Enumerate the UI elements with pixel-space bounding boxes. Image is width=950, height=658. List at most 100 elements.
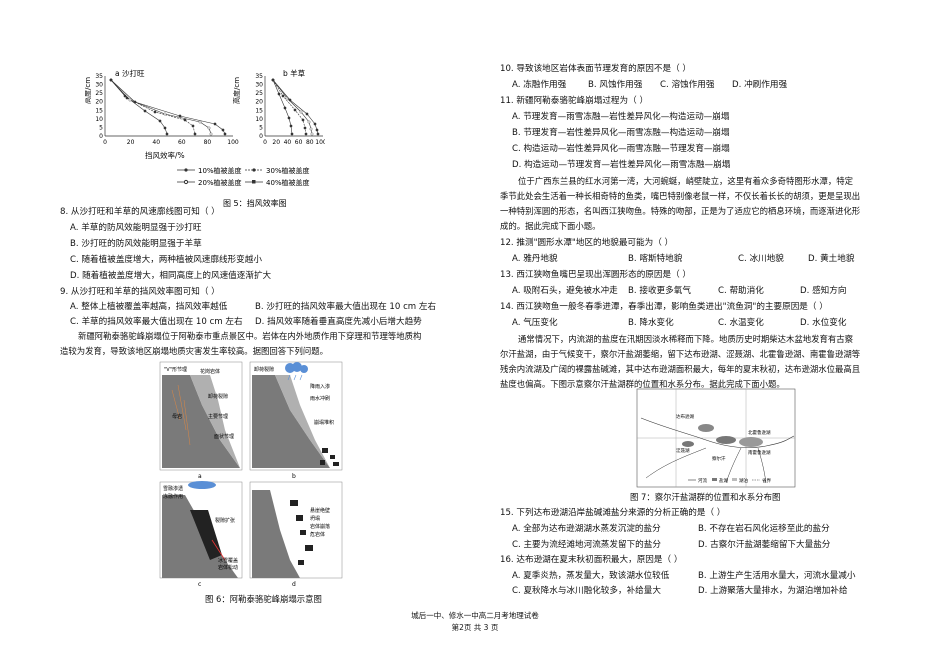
passage-xj-line-1: 新疆阿勒泰骆驼峰崩塌位于阿勒泰市重点景区中。岩体在内外地质作用下穿理和节理等地质… [78, 331, 422, 341]
legend: 10%植被盖度 30%植被盖度 20%植被盖度 40%植被盖度 [177, 166, 310, 187]
fig7-legend-4: 省界 [762, 477, 771, 484]
q11-option-d[interactable]: D. 构造运动—节理发育—岩性差异风化—雨雪冻融—崩塌 [512, 160, 731, 170]
fig6-a-label-2: 花岗岩体 [200, 368, 220, 375]
q10-option-a[interactable]: A. 冻融作用强 [512, 80, 567, 90]
q11-option-b[interactable]: B. 节理发育—岩性差异风化—雨雪冻融—构造运动—崩塌 [512, 128, 730, 138]
q16-option-d[interactable]: D. 上游聚落大量排水，为湖泊增加补给 [698, 586, 848, 596]
fig6-a-label-1: "V"形节理 [164, 366, 187, 373]
fig6-a-label-3: 卸荷裂隙 [208, 393, 228, 400]
fig6-a-label-4: 母岩 [172, 413, 182, 420]
q13-option-a[interactable]: A. 吸附石头，避免被水冲走 [512, 286, 618, 296]
series-a-point [128, 98, 132, 102]
panel-a-title: a 沙打旺 [115, 68, 145, 78]
series-a-point [153, 110, 157, 114]
q10-option-b[interactable]: B. 风蚀作用强 [588, 80, 643, 90]
q15-option-c[interactable]: C. 主要为流经滩地河流蒸发留下的盐分 [512, 540, 661, 550]
q16-option-b[interactable]: B. 上游生产生活用水量大，河流水量减小 [698, 571, 856, 581]
y-tick-label: 15 [255, 107, 263, 114]
figure-6-collapse: "V"形节理 花岗岩体 卸荷裂隙 母岩 主要节理 面状节理 a 卸荷裂隙 降雨入… [150, 360, 350, 590]
q8-option-c[interactable]: C. 随着植被盖度增大，两种植被风速廓线形变越小 [70, 255, 262, 265]
q15-stem: 15. 下列达布逊湖沿岸盐碱滩盐分来源的分析正确的是（ ） [500, 508, 726, 518]
q13-option-b[interactable]: B. 接收更多氧气 [628, 286, 691, 296]
series-b-line-1 [272, 79, 293, 135]
x-tick-label: 0 [103, 139, 107, 146]
q11-option-c[interactable]: C. 构造运动—岩性差异风化—雨雪冻融—节理发育—崩塌 [512, 144, 730, 154]
series-b-point [293, 108, 297, 112]
q9-option-c[interactable]: C. 羊草的挡风效率最大值出现在 10 cm 左右 [70, 317, 243, 327]
figure-7-svg: 达布逊湖 涩聂湖 北霍鲁逊湖 南霍鲁逊湖 察尔汗 河流 盐湖 湖泊 省界 [636, 388, 796, 488]
q13-option-c[interactable]: C. 帮助消化 [718, 286, 764, 296]
q8-option-d[interactable]: D. 随着植被盖度增大，相同高度上的风速值逐渐扩大 [70, 271, 272, 281]
q9-option-b[interactable]: B. 沙打旺的挡风效率最大值出现在 10 cm 左右 [255, 302, 437, 312]
series-a-point [213, 122, 217, 126]
fig7-label-5: 察尔汗 [712, 455, 726, 462]
fig6-b-label-4: 崩塌堆积 [314, 419, 334, 426]
passage-qh-line-4: 盐度也偏高。下图示意察尔汗盐湖群的位置和水系分布。据此完成下面小题。 [500, 379, 785, 389]
passage-gx-line-4: 成的。据此完成下面小题。 [500, 221, 601, 231]
series-b-point [303, 126, 307, 130]
q15-option-a[interactable]: A. 全部为达布逊湖湖水蒸发沉淀的盐分 [512, 524, 661, 534]
q12-stem: 12. 推测"圆形水潭"地区的地貌最可能为（ ） [500, 238, 674, 248]
series-a-point [178, 114, 182, 118]
legend-30: 30%植被盖度 [266, 166, 310, 175]
q11-option-a[interactable]: A. 节理发育—雨雪冻融—岩性差异风化—构造运动—崩塌 [512, 112, 730, 122]
series-a-point [163, 126, 167, 130]
q12-option-c[interactable]: C. 冰川地貌 [738, 254, 784, 264]
fig6-c-label-2: 冻融作用 [163, 493, 183, 500]
x-tick-label: 20 [272, 139, 280, 146]
x-tick-label: 40 [284, 139, 292, 146]
fig6-sub-a: a [198, 473, 202, 480]
x-tick-label: 100 [315, 139, 325, 146]
panel-b: 卸荷裂隙 降雨入渗 雨水冲刷 崩塌堆积 b [249, 361, 343, 480]
q16-option-a[interactable]: A. 夏季炎热，蒸发量大，致该湖水位较低 [512, 571, 670, 581]
fig6-d-label-3: 岩体崩落 [310, 523, 330, 530]
x-axis-label: 挡风效率/% [145, 150, 185, 160]
q8-option-a[interactable]: A. 羊草的防风效能明显强于沙打旺 [70, 223, 202, 233]
lake-dabuxun [698, 424, 714, 432]
y-tick-label: 20 [95, 99, 103, 106]
q8-stem: 8. 从沙打旺和羊草的风速廓线图可知（ ） [60, 207, 220, 217]
q13-option-d[interactable]: D. 感知方向 [800, 286, 847, 296]
series-a-point [109, 78, 113, 82]
series-a-point [163, 112, 167, 116]
y-tick-label: 30 [95, 82, 103, 89]
series-b-point [281, 94, 285, 98]
panel-c: 雪融渗透 冻融作用 裂隙扩张 冰雪覆盖 岩体松动 c [159, 481, 243, 588]
series-b-point [299, 110, 303, 114]
fig6-c-label-5: 岩体松动 [218, 564, 238, 571]
q14-option-c[interactable]: C. 水温变化 [718, 318, 764, 328]
q15-option-d[interactable]: D. 古察尔汗盐湖萎缩留下大量盐分 [698, 540, 831, 550]
series-b-point [307, 120, 311, 124]
x-tick-label: 80 [204, 139, 212, 146]
x-tick-label: 80 [306, 139, 314, 146]
fig7-label-1: 达布逊湖 [676, 413, 694, 420]
y-tick-label: 25 [95, 90, 103, 97]
q12-option-a[interactable]: A. 雅丹地貌 [512, 254, 558, 264]
series-b [271, 78, 320, 136]
y-axis-label-a: 高度/cm [85, 77, 92, 104]
series-a-point [183, 118, 187, 122]
y-tick-label: 0 [259, 133, 263, 140]
q14-option-b[interactable]: B. 降水变化 [628, 318, 674, 328]
q9-option-a[interactable]: A. 整体上植被覆盖率越高，挡风效率越低 [70, 302, 228, 312]
passage-gx-line-2: 季节此处会生活着一种长相奇特的鱼类，嘴巴特别像老鼠一样，不仅长着长长的胡须，更是… [500, 191, 861, 201]
series-a-line-3 [110, 79, 212, 135]
q16-option-c[interactable]: C. 夏秋降水与冰川融化较多，补给量大 [512, 586, 661, 596]
fig7-legend-3: 湖泊 [739, 477, 748, 484]
fig6-b-label-3: 雨水冲刷 [310, 395, 330, 402]
series-b-point [301, 118, 305, 122]
q12-option-d[interactable]: D. 黄土地貌 [808, 254, 855, 264]
q14-option-d[interactable]: D. 水位变化 [800, 318, 847, 328]
q8-option-b[interactable]: B. 沙打旺的防风效能明显强于羊草 [70, 239, 202, 249]
q9-option-d[interactable]: D. 挡风效率随着垂直高度先减小后增大趋势 [255, 317, 422, 327]
q9-stem: 9. 从沙打旺和羊草的挡风效率图可知（ ） [60, 287, 220, 297]
series-b-point [290, 132, 294, 136]
q12-option-b[interactable]: B. 喀斯特地貌 [628, 254, 683, 264]
q10-option-c[interactable]: C. 溶蚀作用强 [660, 80, 715, 90]
q16-stem: 16. 达布逊湖在夏末秋初面积最大，原因是（ ） [500, 555, 683, 565]
q10-option-d[interactable]: D. 冲刷作用强 [732, 80, 788, 90]
q15-option-b[interactable]: B. 不存在岩石风化运移至此的盐分 [698, 524, 830, 534]
q14-option-a[interactable]: A. 气压变化 [512, 318, 558, 328]
